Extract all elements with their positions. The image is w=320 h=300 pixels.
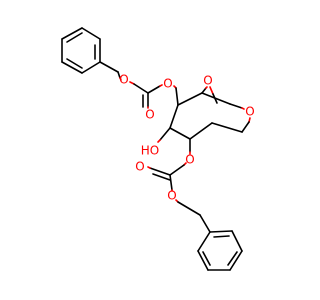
- bond: [241, 121, 250, 133]
- atom-o-bridge: O: [203, 74, 212, 88]
- bond: [197, 250, 209, 271]
- bond: [241, 107, 245, 110]
- bond: [119, 77, 122, 81]
- double-bond-inner: [202, 251, 211, 266]
- bond: [209, 230, 233, 233]
- bond: [157, 139, 161, 143]
- molecule-diagram: O O O O O HO O O O: [61, 27, 255, 271]
- bond: [201, 92, 231, 105]
- bond: [117, 71, 121, 79]
- atom-o-carbonyl-upper: O: [145, 108, 154, 122]
- bond: [99, 61, 119, 73]
- structure-svg: O O O O O HO O O O: [61, 27, 255, 271]
- atom-o-ring: O: [245, 105, 254, 119]
- double-bond-inner: [66, 32, 83, 43]
- bond: [159, 84, 163, 87]
- bond: [229, 103, 243, 109]
- bond: [211, 122, 243, 133]
- double-bond: [152, 173, 171, 181]
- atom-o-ester-upper: O: [163, 77, 172, 91]
- atom-o-benzyl-upper: O: [119, 73, 128, 87]
- bond: [169, 164, 185, 176]
- bond: [201, 87, 207, 94]
- lower-benzene-ring: [197, 230, 243, 271]
- bond: [189, 122, 213, 140]
- bond: [133, 83, 149, 94]
- bond: [61, 27, 83, 40]
- double-bond-inner: [66, 58, 83, 69]
- bond: [61, 61, 83, 74]
- atom-o-carbonyl-lower: O: [135, 160, 144, 174]
- atom-hydroxyl: HO: [141, 144, 159, 158]
- bond: [199, 214, 211, 233]
- bond: [147, 85, 161, 94]
- bicyclic-core: [169, 86, 251, 140]
- double-bond-inner: [213, 235, 230, 238]
- bond: [169, 174, 173, 191]
- bond: [177, 92, 203, 106]
- bond: [149, 167, 171, 176]
- bond: [159, 127, 171, 141]
- atom-o-benzyl-lower: O: [167, 189, 176, 203]
- double-bond-inner: [227, 251, 238, 266]
- bond: [197, 231, 211, 252]
- bond: [81, 61, 101, 74]
- upper-benzene-ring: [61, 27, 101, 74]
- bond: [229, 250, 243, 271]
- bond: [169, 104, 179, 129]
- bond: [175, 87, 179, 106]
- bond: [231, 230, 243, 252]
- bond: [147, 166, 151, 169]
- bond: [81, 27, 101, 40]
- bond: [177, 201, 201, 216]
- bond: [169, 127, 191, 140]
- bond: [205, 86, 208, 89]
- bond: [209, 86, 214, 95]
- atom-o-ester-lower: O: [185, 153, 194, 167]
